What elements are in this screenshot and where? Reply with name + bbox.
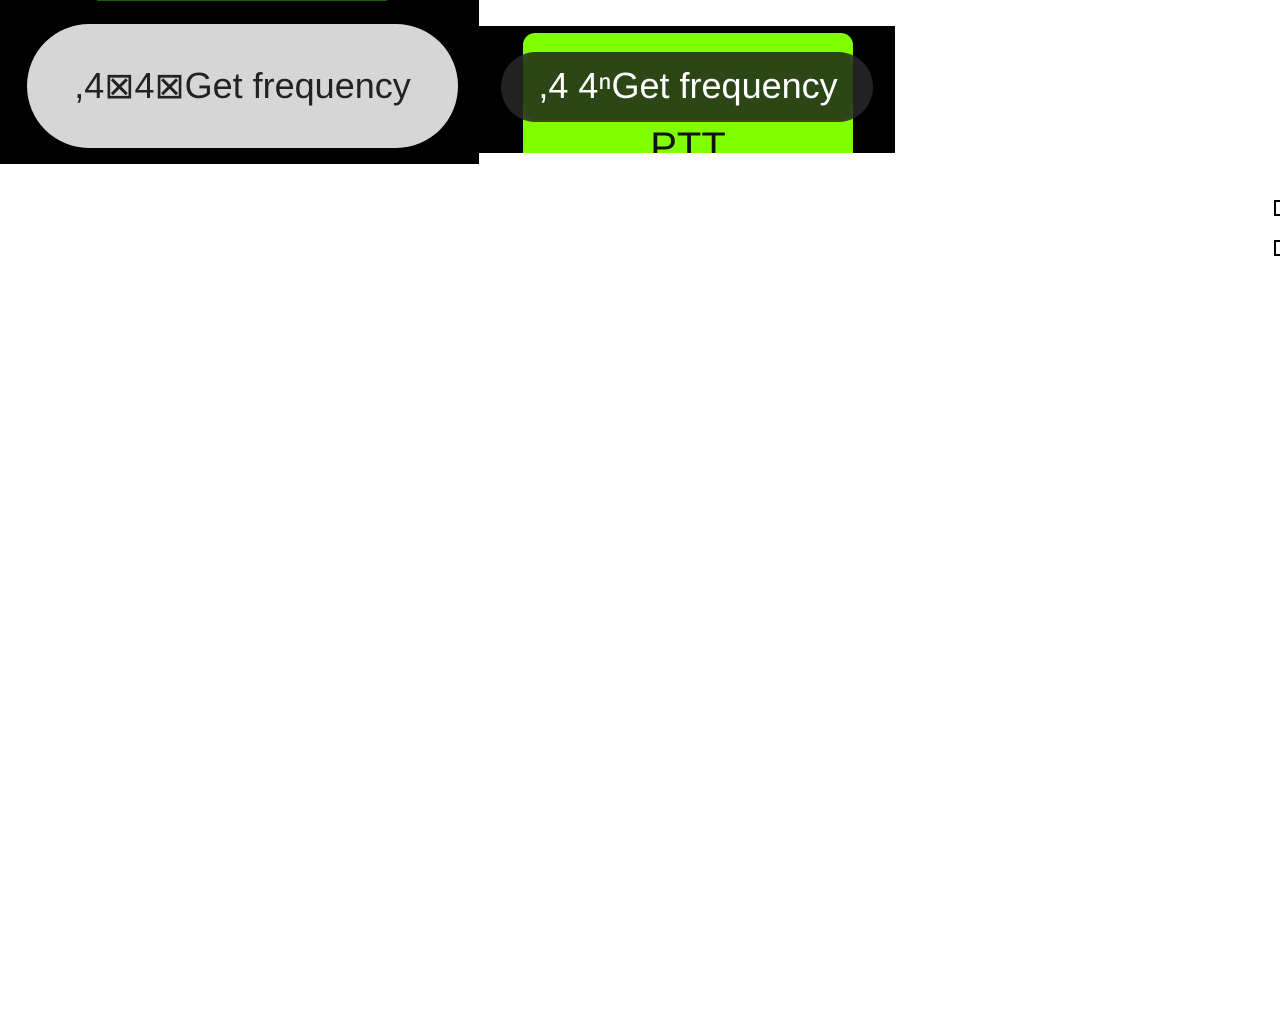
ptt-label: PTT	[650, 125, 726, 153]
edge-glyph-icon	[1274, 240, 1280, 256]
get-frequency-button[interactable]: ,4⊠4⊠Get frequency	[27, 24, 458, 148]
left-screenshot-panel: ,4⊠4⊠Get frequency	[0, 0, 479, 164]
right-screenshot-panel: PTT ,4 4ⁿGet frequency	[479, 26, 895, 153]
edge-glyph-icon	[1274, 200, 1280, 216]
get-frequency-button-overlay[interactable]: ,4 4ⁿGet frequency	[523, 52, 853, 120]
top-bar-edge	[97, 0, 387, 1]
